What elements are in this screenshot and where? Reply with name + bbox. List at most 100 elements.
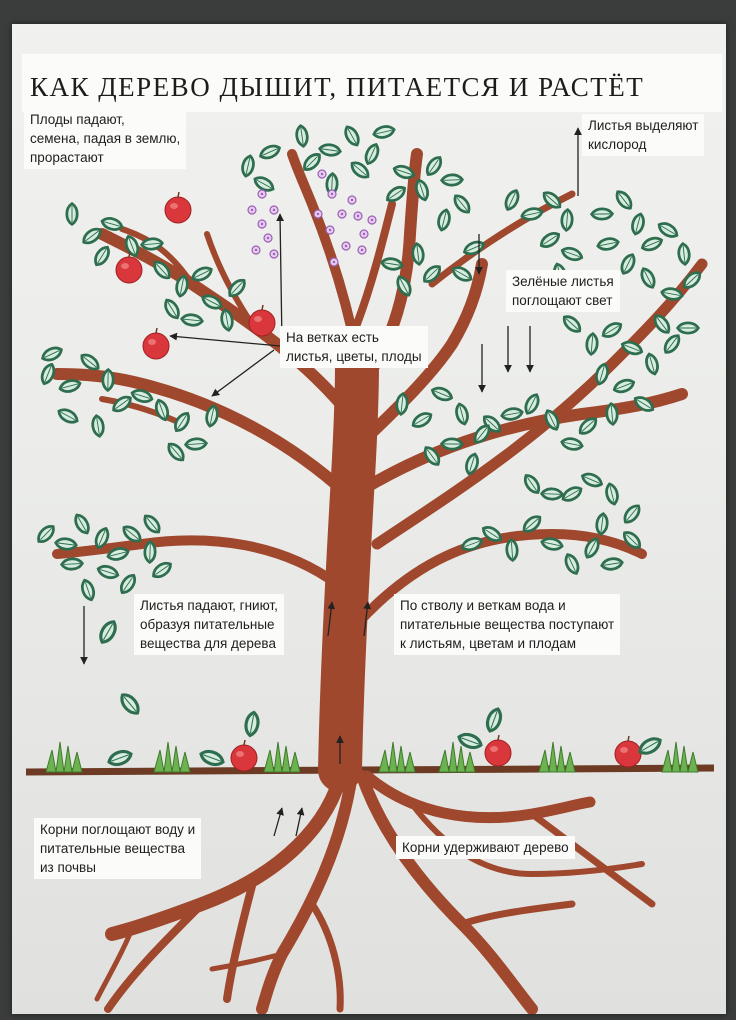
flower-icon <box>263 233 273 243</box>
apple-icon <box>248 304 276 337</box>
flower-icon <box>329 257 339 267</box>
leaf-icon <box>521 391 543 417</box>
leaf-icon <box>628 211 648 237</box>
arrows <box>80 127 582 837</box>
leaf-icon <box>409 408 435 432</box>
leaf-icon <box>584 331 600 357</box>
leaf-icon <box>257 141 283 163</box>
leaf-icon <box>179 312 205 328</box>
leaf-icon <box>559 207 575 233</box>
leaf-icon <box>639 233 665 255</box>
leaf-icon <box>435 207 453 233</box>
leaf-icon <box>101 368 115 392</box>
flower-icon <box>325 225 335 235</box>
apple-icon <box>230 739 258 772</box>
flower-icon <box>313 209 323 219</box>
leaf-icon <box>189 263 215 285</box>
leaf-icon <box>559 311 585 337</box>
leaf-icon <box>371 123 397 141</box>
flower-icon <box>327 189 337 199</box>
leaf-icon <box>152 397 172 423</box>
flower-icon <box>257 189 267 199</box>
flower-icon <box>353 211 363 221</box>
leaf-icon <box>170 409 194 435</box>
leaf-icon <box>676 241 692 267</box>
leaf-icon <box>520 471 544 497</box>
leaf-icon <box>197 746 227 770</box>
arrow-icon <box>169 332 281 347</box>
apple-icon <box>164 191 192 224</box>
leaf-icon <box>650 311 674 337</box>
leaf-icon <box>33 521 59 547</box>
leaf-icon <box>450 191 474 217</box>
apple-icon <box>142 327 170 360</box>
leaf-icon <box>559 482 585 506</box>
leaf-icon <box>57 376 83 396</box>
leaf-icon <box>299 149 325 175</box>
flower-icon <box>347 195 357 205</box>
label-fruits-fall: Плоды падают, семена, падая в землю, про… <box>24 108 187 169</box>
label-leaves-oxygen: Листья выделяют кислород <box>582 114 705 156</box>
leaf-icon <box>140 511 164 537</box>
leaf-icon <box>422 153 446 179</box>
arrow-icon <box>273 807 284 837</box>
leaf-icon <box>60 556 84 572</box>
label-leaves-fall: Листья падают, гниют, образуя питательны… <box>134 594 284 655</box>
leaf-icon <box>183 436 209 452</box>
leaf-icon <box>461 237 487 259</box>
roots <box>94 763 656 1014</box>
leaf-icon <box>440 437 464 451</box>
label-branches-parts: На ветках есть листья, цветы, плоды <box>280 326 428 368</box>
flower-icon <box>367 215 377 225</box>
leaf-icon <box>617 251 639 277</box>
tree-illustration <box>25 123 715 1014</box>
leaf-icon <box>116 571 140 597</box>
leaf-icon <box>65 202 79 226</box>
leaf-icon <box>449 262 475 286</box>
leaf-icon <box>440 173 464 187</box>
leaf-icon <box>501 187 523 213</box>
leaf-icon <box>592 361 612 387</box>
leaf-icon <box>317 142 343 158</box>
leaf-icon <box>95 617 121 647</box>
leaf-icon <box>637 265 659 291</box>
apple-icon <box>484 734 512 767</box>
leaf-icon <box>89 413 107 439</box>
flower-icon <box>257 219 267 229</box>
leaf-icon <box>160 296 184 322</box>
leaf-icon <box>116 689 144 719</box>
leaf-icon <box>143 540 157 564</box>
leaf-icon <box>595 235 621 253</box>
page-title: КАК ДЕРЕВО ДЫШИТ, ПИТАЕТСЯ И РАСТЁТ <box>30 72 645 102</box>
leaf-icon <box>482 705 506 735</box>
flower-icon <box>341 241 351 251</box>
leaf-icon <box>55 405 81 427</box>
leaf-icon <box>594 511 610 537</box>
leaf-icon <box>39 343 65 365</box>
flower-icon <box>247 205 257 215</box>
leaf-icon <box>559 435 585 453</box>
grass-tuft-icon <box>153 741 191 773</box>
leaf-icon <box>53 536 79 552</box>
leaf-icon <box>499 405 525 423</box>
leaf-icon <box>537 228 563 252</box>
poster: КАК ДЕРЕВО ДЫШИТ, ПИТАЕТСЯ И РАСТЁТ Плод… <box>12 24 726 1014</box>
flower-icon <box>269 249 279 259</box>
leaf-icon <box>579 469 605 491</box>
leaf-icon <box>163 439 189 465</box>
leaf-icon <box>561 551 583 577</box>
leaf-icon <box>655 218 681 242</box>
flower-icon <box>359 229 369 239</box>
leaf-icon <box>603 481 621 507</box>
label-green-leaves-light: Зелёные листья поглощают свет <box>506 270 620 312</box>
leaf-icon <box>470 421 494 447</box>
leaf-icon <box>590 207 614 221</box>
flower-icon <box>269 205 279 215</box>
label-roots-hold: Корни удерживают дерево <box>396 836 575 859</box>
leaf-icon <box>429 383 455 405</box>
leaf-icon <box>294 123 310 149</box>
leaf-icon <box>660 331 684 357</box>
apple-icon <box>614 735 642 768</box>
leaf-icon <box>361 141 383 167</box>
leaf-icon <box>341 123 363 149</box>
